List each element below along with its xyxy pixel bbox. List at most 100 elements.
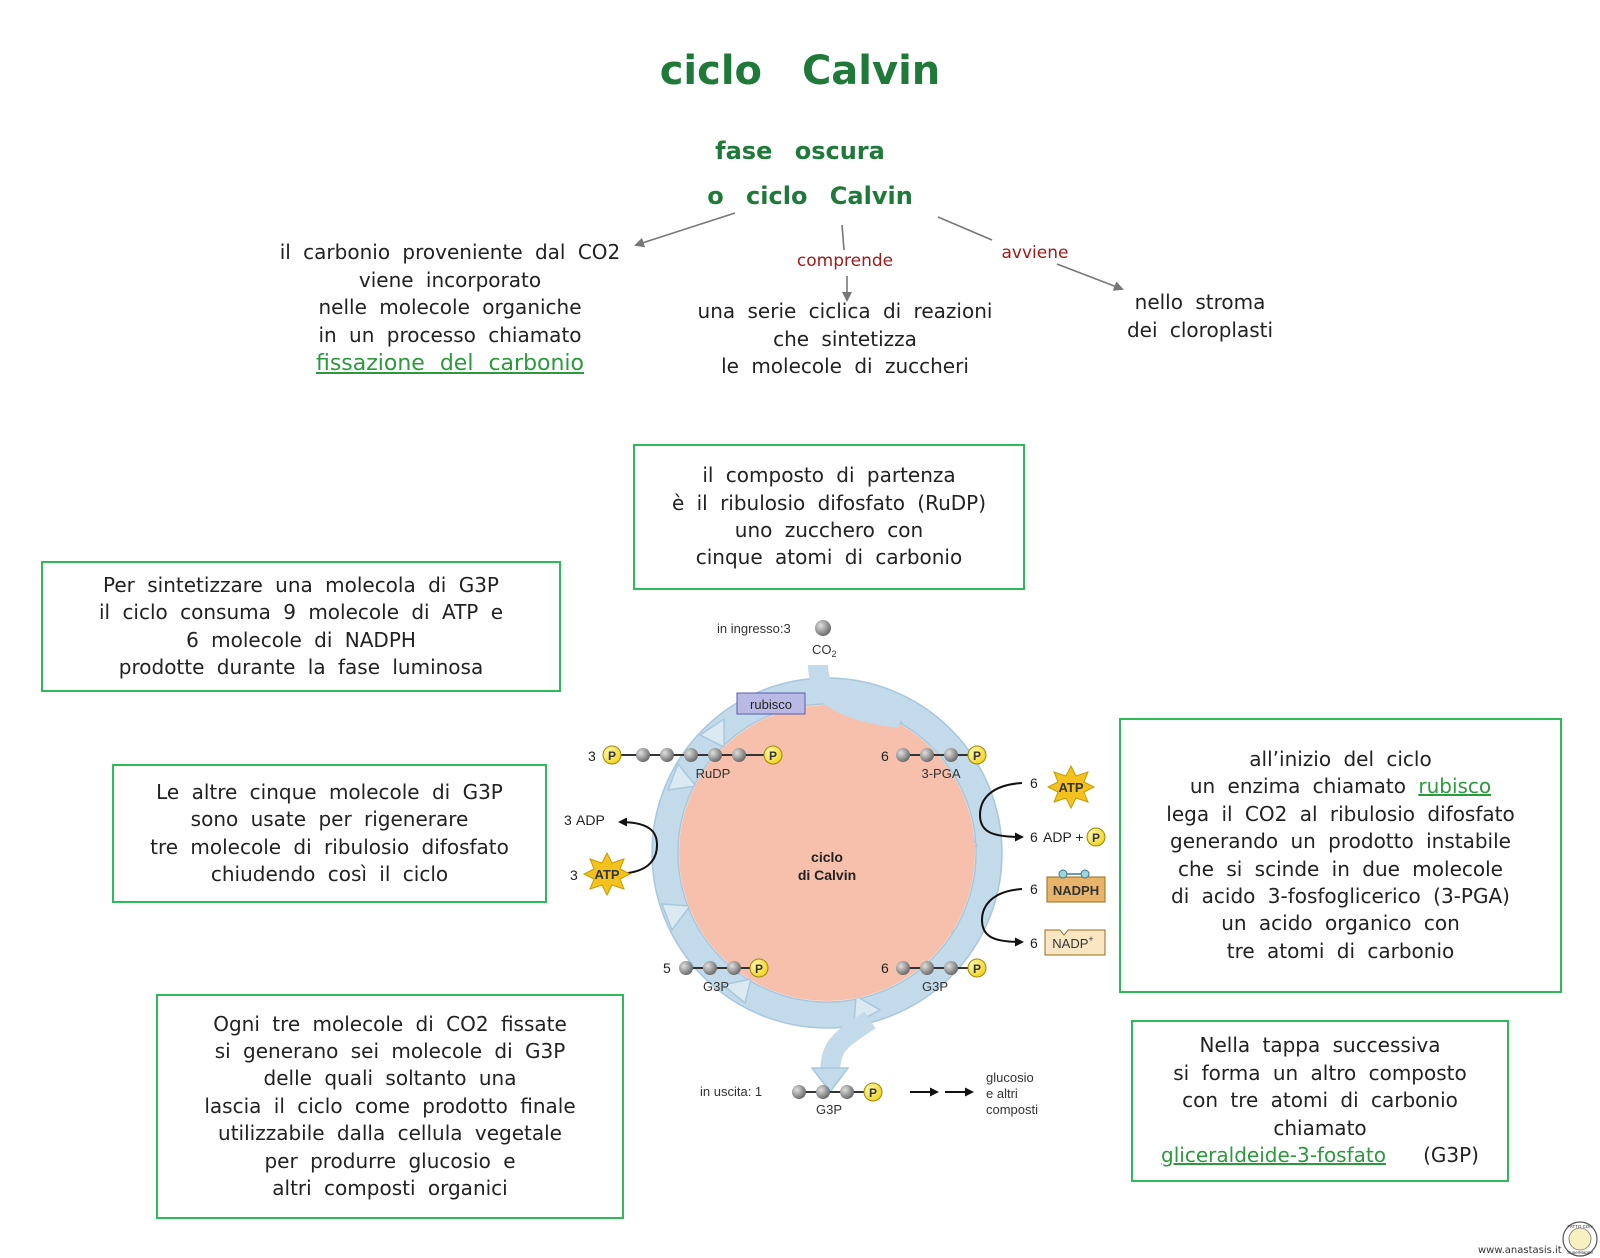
g3p-abbr: (G3P): [1423, 1143, 1479, 1168]
cycle-center-label: di Calvin: [798, 867, 856, 883]
input-label: in ingresso:3: [717, 621, 791, 636]
cycle-chevron: [721, 978, 753, 1005]
box-line: altri composti organici: [272, 1176, 508, 1201]
svg-text:NADP+: NADP+: [1052, 934, 1093, 951]
svg-text:P: P: [973, 749, 981, 763]
link-label-comprende: comprende: [796, 251, 894, 271]
phosphate-icon: [763, 745, 783, 765]
carbon-icon: [944, 961, 958, 975]
svg-text:P: P: [769, 749, 777, 763]
box-rubisco: all’inizio del ciclo un enzima chiamato …: [1119, 718, 1562, 993]
nadp-count: 6: [1030, 935, 1038, 951]
connector-middle-top: [841, 224, 845, 251]
box-line: cinque atomi di carbonio: [695, 545, 963, 570]
carbon-icon: [679, 961, 693, 975]
rubisco-tag-label: rubisco: [750, 697, 792, 712]
rudp-count: 3: [588, 748, 596, 764]
cycle-chevron: [698, 717, 725, 749]
carbon-icon: [684, 748, 698, 762]
g3p-left-label: G3P: [703, 979, 729, 994]
svg-text:P: P: [608, 749, 616, 763]
carbon-icon: [703, 961, 717, 975]
adp-right-label: ADP +: [1043, 829, 1084, 845]
box-start-compound: il composto di partenza è il ribulosio d…: [633, 444, 1025, 590]
phosphate-icon: [863, 1082, 883, 1102]
box-line: 6 molecole di NADPH: [186, 627, 416, 652]
badge-text: SuperMappe: [1567, 1250, 1593, 1255]
g3p-right-label: G3P: [922, 979, 948, 994]
fissazione-link[interactable]: fissazione del carbonio: [290, 351, 610, 376]
branch-middle-line: che sintetizza: [773, 326, 917, 351]
phosphate-icon: [602, 745, 622, 765]
fissazione-term[interactable]: fissazione del carbonio: [315, 351, 585, 376]
box-line: delle quali soltanto una: [263, 1066, 517, 1091]
connector-right-top: [937, 216, 993, 241]
branch-left: il carbonio proveniente dal CO2 viene in…: [250, 239, 650, 349]
page-title: ciclo Calvin: [659, 48, 941, 94]
cycle-chevron: [666, 762, 698, 791]
box-line: con tre atomi di carbonio: [1182, 1088, 1458, 1113]
box-line: si forma un altro composto: [1173, 1060, 1467, 1085]
nadph-count: 6: [1030, 881, 1038, 897]
box-line: un acido organico con: [1221, 911, 1460, 936]
nadph-arrow: [980, 888, 1024, 947]
link-label-avviene: avviene: [1001, 243, 1069, 263]
box-line: di acido 3-fosfoglicerico (3-PGA): [1171, 883, 1510, 908]
box-line: Le altre cinque molecole di G3P: [156, 779, 503, 804]
box-line: gliceraldeide-3-fosfato (G3P): [1161, 1142, 1479, 1169]
cycle-chevron: [660, 903, 692, 932]
g3p-right-count: 6: [881, 960, 889, 976]
branch-middle: una serie ciclica di reazioni che sintet…: [645, 298, 1045, 381]
box-line: per produrre glucosio e: [264, 1148, 516, 1173]
carbon-icon: [660, 748, 674, 762]
branch-right-line: nello stroma: [1134, 290, 1266, 314]
footer-site[interactable]: www.anastasis.it: [1478, 1245, 1562, 1256]
box-line: il composto di partenza: [702, 463, 956, 488]
box-line: lascia il ciclo come prodotto finale: [204, 1093, 576, 1118]
carbon-icon: [708, 748, 722, 762]
svg-text:CO2: CO2: [812, 642, 837, 659]
carbon-icon: [792, 1085, 806, 1099]
box-line: chiudendo così il ciclo: [210, 861, 449, 886]
g3p-link[interactable]: gliceraldeide-3-fosfato: [1161, 1143, 1386, 1168]
atp-icon: [1046, 764, 1096, 810]
box-line: tre molecole di ribulosio difosfato: [150, 834, 509, 859]
concept-map-connectors: [634, 212, 1124, 302]
branch-left-line: nelle molecole organiche: [318, 295, 582, 319]
branch-middle-line: una serie ciclica di reazioni: [697, 299, 993, 323]
box-line: prodotte durante la fase luminosa: [118, 654, 484, 679]
atp-adp-arrow: [978, 782, 1024, 842]
products-label: glucosio: [986, 1070, 1034, 1085]
nadp-label: NADP: [1052, 936, 1088, 951]
branch-right-line: dei cloroplasti: [1126, 317, 1274, 342]
box-line: utilizzabile dalla cellula vegetale: [218, 1121, 562, 1146]
box-consumption: Per sintetizzare una molecola di G3P il …: [41, 561, 561, 692]
pga-label: 3-PGA: [921, 766, 960, 781]
carbon-icon: [896, 748, 910, 762]
cycle-center-disc: [679, 705, 975, 1001]
box-regeneration: Le altre cinque molecole di G3P sono usa…: [112, 764, 547, 903]
nadp-icon: [1044, 929, 1106, 956]
nadph-icon: [1046, 876, 1106, 903]
connector-left: [634, 212, 736, 248]
central-node-line2: o ciclo Calvin: [707, 182, 913, 210]
box-line: chiamato: [1273, 1115, 1367, 1140]
carbon-icon: [840, 1085, 854, 1099]
box-line: un enzima chiamato rubisco: [1190, 773, 1491, 800]
branch-middle-line: le molecole di zuccheri: [721, 354, 969, 378]
box-line-prefix: un enzima chiamato: [1189, 774, 1406, 799]
connector-right-bottom: [1056, 263, 1124, 291]
box-line: Nella tappa successiva: [1199, 1033, 1441, 1058]
rubisco-tag: [736, 692, 806, 715]
atp-left-label: ATP: [594, 867, 619, 882]
rubisco-link[interactable]: rubisco: [1418, 774, 1492, 799]
branch-left-line: in un processo chiamato: [318, 322, 582, 347]
adp-atp-left-arrow: [618, 817, 659, 874]
g3p-left-count: 5: [663, 960, 671, 976]
svg-text:P: P: [973, 962, 981, 976]
co2-input-arrow: [808, 664, 902, 728]
output-label: in uscita: 1: [700, 1084, 762, 1099]
adp-left-count: 3: [564, 812, 572, 828]
carbon-icon: [732, 748, 746, 762]
